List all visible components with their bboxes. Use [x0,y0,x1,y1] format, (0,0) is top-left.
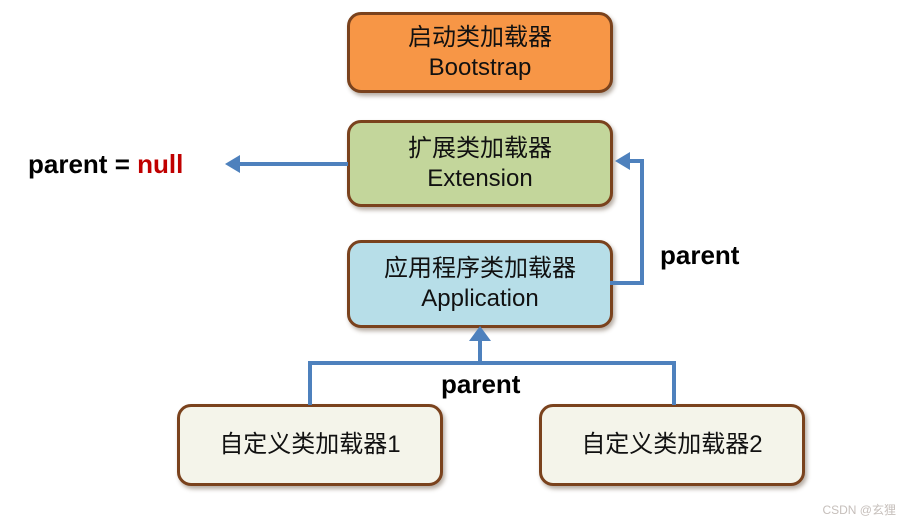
connector-customs-to-application-riser [478,340,482,365]
node-extension-classloader: 扩展类加载器 Extension [347,120,613,207]
node-custom-classloader-1: 自定义类加载器1 [177,404,443,486]
node-application-title: 应用程序类加载器 [384,255,576,282]
node-bootstrap-title: 启动类加载器 [408,23,552,51]
connector-custom2-stub [672,361,676,405]
connector-custom1-stub [308,361,312,405]
label-parent-lower: parent [441,369,521,399]
connector-extension-to-null-line [239,162,348,166]
arrowhead-left-icon [225,155,240,173]
node-application-subtitle: Application [421,285,539,312]
node-custom2-title: 自定义类加载器2 [581,431,763,458]
arrowhead-left-icon [615,152,630,170]
node-extension-subtitle: Extension [427,164,533,192]
label-parent-null-equals: = [107,149,138,179]
connector-customs-horizontal [308,361,676,365]
node-custom1-title: 自定义类加载器1 [219,431,401,458]
node-bootstrap-subtitle: Bootstrap [428,53,532,81]
label-parent-null-parent: parent [28,149,108,179]
node-application-classloader: 应用程序类加载器 Application [347,240,613,328]
connector-application-to-extension-bottom [610,281,644,285]
arrowhead-up-icon [469,326,491,341]
label-parent-upper: parent [660,240,740,270]
node-extension-title: 扩展类加载器 [408,134,552,162]
connector-application-to-extension-vertical [640,159,644,285]
label-parent-null: parent = null [28,149,183,180]
label-parent-null-value: null [137,149,184,179]
node-custom-classloader-2: 自定义类加载器2 [539,404,805,486]
node-bootstrap-classloader: 启动类加载器 Bootstrap [347,12,613,93]
connector-application-to-extension-top [629,159,644,163]
watermark-text: CSDN @玄狸 [822,503,896,517]
